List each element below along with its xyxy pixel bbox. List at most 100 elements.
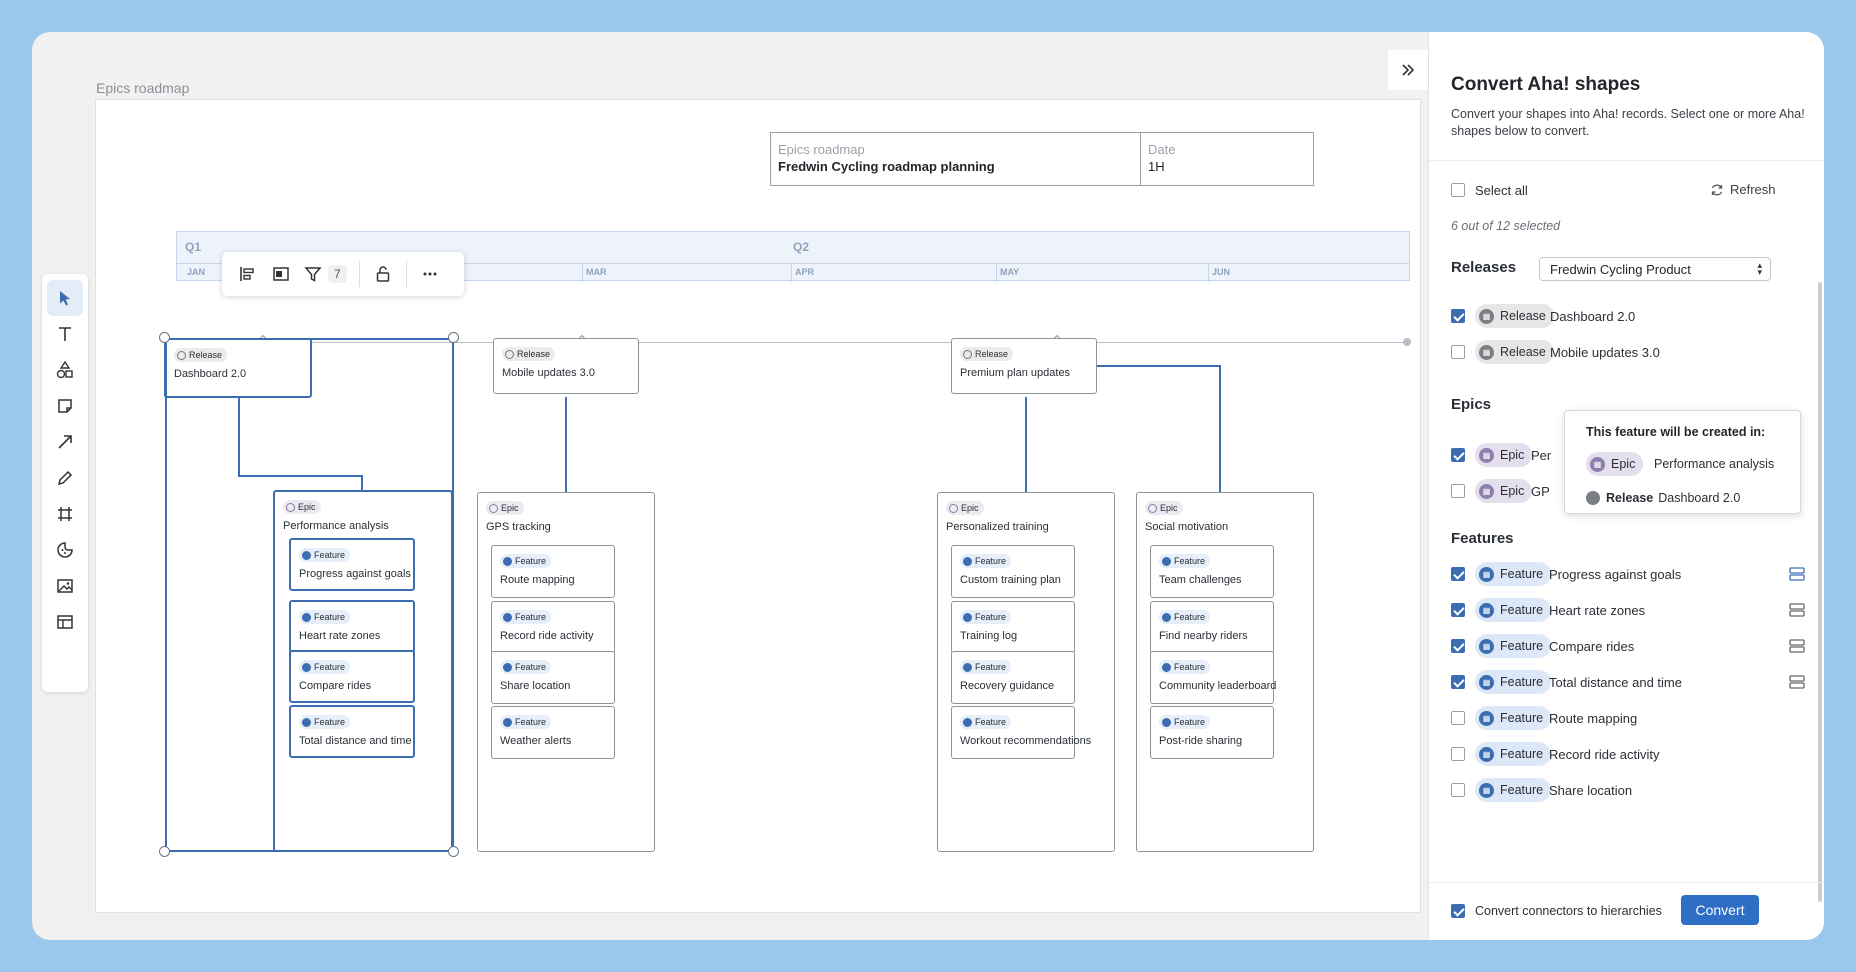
frame-icon: [58, 507, 72, 521]
connector-line[interactable]: [1096, 365, 1220, 367]
pen-tool[interactable]: [47, 460, 83, 496]
refresh-button[interactable]: Refresh: [1710, 182, 1776, 197]
feature-row-name: Heart rate zones: [1549, 603, 1646, 618]
more-options-button[interactable]: [413, 259, 447, 289]
lock-button[interactable]: [366, 259, 400, 289]
roadmap-header-block[interactable]: Epics roadmap Fredwin Cycling roadmap pl…: [770, 132, 1314, 186]
release-checkbox[interactable]: [1451, 309, 1465, 323]
feature-icon: [963, 612, 972, 622]
feature-checkbox[interactable]: [1451, 567, 1465, 581]
resize-handle[interactable]: [448, 332, 459, 343]
connector-line[interactable]: [1025, 397, 1027, 508]
epic-checkbox[interactable]: [1451, 484, 1465, 498]
tooltip-release-name: Dashboard 2.0: [1658, 491, 1741, 505]
feature-pill: Feature: [500, 554, 552, 568]
convert-connectors-checkbox[interactable]: [1451, 904, 1465, 918]
feature-name: Team challenges: [1159, 574, 1242, 586]
feature-row-name: Total distance and time: [1549, 675, 1682, 690]
release-icon: [177, 350, 186, 360]
epic-checkbox[interactable]: [1451, 448, 1465, 462]
hierarchy-icon[interactable]: [1789, 639, 1805, 653]
card-style-button[interactable]: [264, 259, 298, 289]
hierarchy-icon[interactable]: [1789, 675, 1805, 689]
release-pill: Release: [502, 347, 556, 361]
feature-icon: [302, 662, 311, 672]
sticker-tool[interactable]: [47, 532, 83, 568]
connector-line[interactable]: [565, 397, 567, 508]
feature-checkbox[interactable]: [1451, 675, 1465, 689]
pencil-icon: [57, 470, 73, 486]
resize-handle[interactable]: [159, 332, 170, 343]
frame-tool[interactable]: [47, 496, 83, 532]
feature-row-name: Progress against goals: [1549, 567, 1682, 582]
release-icon: ▦: [1479, 308, 1494, 324]
convert-button[interactable]: Convert: [1681, 895, 1759, 925]
feature-pill: Feature: [960, 610, 1012, 624]
releases-heading: Releases: [1451, 259, 1517, 276]
shapes-tool[interactable]: [47, 352, 83, 388]
feature-checkbox[interactable]: [1451, 639, 1465, 653]
feature-checkbox[interactable]: [1451, 603, 1465, 617]
feature-row-name: Compare rides: [1549, 639, 1635, 654]
select-all-checkbox[interactable]: [1451, 183, 1465, 197]
epic-pill: Epic: [283, 500, 321, 514]
resize-handle[interactable]: [448, 846, 459, 857]
resize-handle[interactable]: [159, 846, 170, 857]
feature-name: Custom training plan: [960, 574, 1061, 586]
hierarchy-icon[interactable]: [1789, 603, 1805, 617]
feature-name: Training log: [960, 630, 1018, 642]
filter-button[interactable]: [298, 259, 328, 289]
feature-pill: Feature: [960, 660, 1012, 674]
release-checkbox[interactable]: [1451, 345, 1465, 359]
text-tool[interactable]: [47, 316, 83, 352]
align-button[interactable]: [230, 259, 264, 289]
release-shape[interactable]: Release Premium plan updates: [951, 338, 1097, 394]
hierarchy-icon[interactable]: [1789, 567, 1805, 581]
connector-tool[interactable]: [47, 424, 83, 460]
feature-checkbox[interactable]: [1451, 783, 1465, 797]
product-select[interactable]: Fredwin Cycling Product ▴▾: [1539, 257, 1771, 281]
feature-name: Workout recommendations: [960, 735, 1092, 747]
template-tool[interactable]: [47, 604, 83, 640]
sticker-icon: [57, 542, 73, 558]
convert-shapes-panel: Convert Aha! shapes Convert your shapes …: [1428, 32, 1824, 940]
feature-icon: [1162, 662, 1171, 672]
select-tool[interactable]: [47, 280, 83, 316]
panel-scrollbar[interactable]: [1818, 282, 1822, 902]
sticky-note-tool[interactable]: [47, 388, 83, 424]
feature-checkbox[interactable]: [1451, 711, 1465, 725]
release-shape[interactable]: Release Mobile updates 3.0: [493, 338, 639, 394]
image-tool[interactable]: [47, 568, 83, 604]
connector-line[interactable]: [238, 398, 240, 476]
epic-tag: ▦Epic: [1475, 479, 1533, 503]
feature-checkbox[interactable]: [1451, 747, 1465, 761]
connector-line[interactable]: [1219, 365, 1221, 508]
sticky-note-icon: [58, 399, 72, 413]
feature-row-name: Record ride activity: [1549, 747, 1660, 762]
collapse-panel-button[interactable]: [1388, 50, 1428, 90]
feature-name: Compare rides: [299, 680, 372, 692]
feature-row-name: Share location: [1549, 783, 1633, 798]
connector-line[interactable]: [238, 475, 362, 477]
release-pill: Release: [174, 348, 228, 362]
